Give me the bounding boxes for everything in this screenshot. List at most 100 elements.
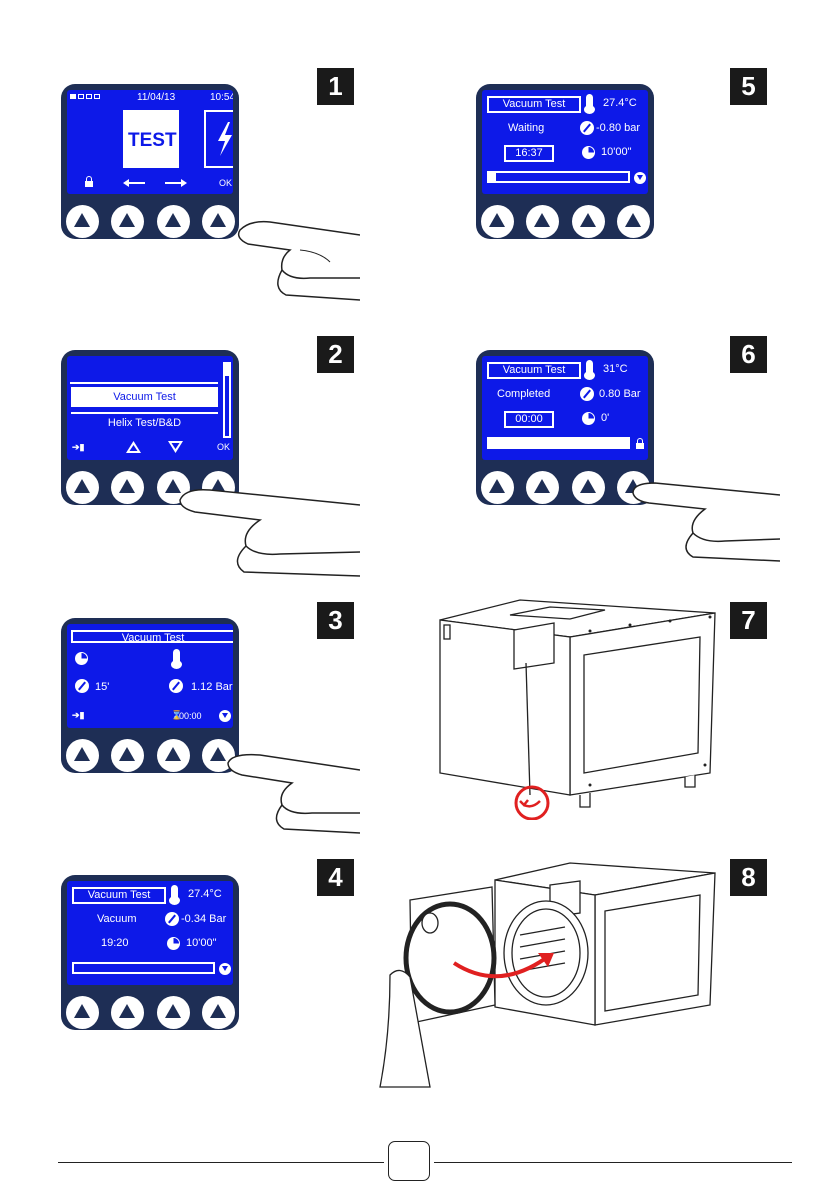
panel5-button-3[interactable] — [572, 205, 605, 238]
panel5-button-1[interactable] — [481, 205, 514, 238]
gauge-icon — [165, 912, 179, 926]
step-badge-1: 1 — [317, 68, 354, 105]
gauge-icon — [580, 121, 594, 135]
lock-icon — [85, 181, 93, 187]
progress-bar — [72, 962, 215, 974]
footer-rule-right — [434, 1162, 792, 1163]
program-tile — [204, 110, 233, 168]
clock-icon — [582, 146, 595, 159]
step-badge-8: 8 — [730, 859, 767, 896]
autoclave-closed-illustration — [430, 595, 720, 820]
ok-label: OK — [217, 443, 230, 452]
pressure-value: 1.12 Bar — [191, 682, 233, 693]
device-panel-4: Vacuum Test 27.4°C Vacuum -0.34 Bar 19:2… — [61, 875, 239, 1030]
arrow-right-icon — [165, 179, 187, 187]
clock-display: 00:00 — [504, 411, 554, 428]
progress-fill — [489, 173, 496, 181]
thermometer-icon — [586, 94, 593, 112]
panel5-button-4[interactable] — [617, 205, 650, 238]
down-triangle-icon — [168, 441, 183, 453]
screen-1: 11/04/13 10:54 TEST OK — [67, 90, 233, 194]
step-badge-2: 2 — [317, 336, 354, 373]
clock-icon — [75, 652, 88, 665]
program-title: Vacuum Test — [71, 630, 233, 643]
panel2-button-1[interactable] — [66, 471, 99, 504]
progress-fill — [489, 439, 628, 447]
panel3-button-1[interactable] — [66, 739, 99, 772]
program-title: Vacuum Test — [487, 362, 581, 379]
pressing-hand-2 — [170, 480, 360, 580]
panel1-button-3[interactable] — [157, 205, 190, 238]
duration-value: 10'00" — [601, 147, 631, 158]
gauge-icon — [580, 387, 594, 401]
pressing-hand-6 — [625, 465, 780, 565]
phase-label: Completed — [497, 389, 550, 400]
pressing-hand-1 — [210, 200, 360, 310]
duration-value: 15' — [95, 682, 109, 693]
duration-value: 0' — [601, 413, 609, 424]
panel5-button-2[interactable] — [526, 205, 559, 238]
thermometer-icon — [586, 360, 593, 378]
pressure-value: -0.34 Bar — [181, 914, 226, 925]
lightning-icon — [216, 122, 233, 156]
ok-label: OK — [219, 179, 232, 188]
panel3-button-3[interactable] — [157, 739, 190, 772]
device-panel-5: Vacuum Test 27.4°C Waiting -0.80 bar 16:… — [476, 84, 654, 239]
step-badge-7: 7 — [730, 602, 767, 639]
date-display: 11/04/13 — [137, 93, 175, 103]
exit-icon: ➔▮ — [72, 443, 85, 452]
panel4-button-4[interactable] — [202, 996, 235, 1029]
panel4-button-1[interactable] — [66, 996, 99, 1029]
arrow-left-icon — [123, 179, 145, 187]
screen-5: Vacuum Test 27.4°C Waiting -0.80 bar 16:… — [482, 90, 648, 194]
step-badge-5: 5 — [730, 68, 767, 105]
temperature-value: 27.4°C — [188, 889, 222, 900]
test-label: TEST — [128, 131, 177, 150]
progress-bar — [487, 171, 630, 183]
panel4-button-2[interactable] — [111, 996, 144, 1029]
panel6-button-2[interactable] — [526, 471, 559, 504]
chevron-down-icon — [219, 963, 231, 975]
panel1-button-2[interactable] — [111, 205, 144, 238]
clock-display: 16:37 — [504, 145, 554, 162]
menu-header — [70, 362, 218, 384]
clock-icon — [582, 412, 595, 425]
pressure-value: -0.80 bar — [596, 123, 640, 134]
screen-3: Vacuum Test 15' 1.12 Bar ➔▮ ⌛ 00:00 — [67, 624, 233, 728]
program-title: Vacuum Test — [487, 96, 581, 113]
step-badge-3: 3 — [317, 602, 354, 639]
panel4-button-3[interactable] — [157, 996, 190, 1029]
panel3-button-2[interactable] — [111, 739, 144, 772]
panel6-button-3[interactable] — [572, 471, 605, 504]
duration-value: 10'00" — [186, 938, 216, 949]
panel6-button-1[interactable] — [481, 471, 514, 504]
timer-value: 00:00 — [179, 712, 202, 721]
phase-label: Vacuum — [97, 914, 137, 925]
test-tile: TEST — [123, 110, 179, 168]
menu-item-vacuum-test[interactable]: Vacuum Test — [71, 387, 218, 407]
screen-4: Vacuum Test 27.4°C Vacuum -0.34 Bar 19:2… — [67, 881, 233, 985]
panel1-button-1[interactable] — [66, 205, 99, 238]
gauge-icon — [169, 679, 183, 693]
footer-rule-left — [58, 1162, 384, 1163]
pressing-hand-3 — [210, 735, 360, 835]
screen-2: Vacuum Test Helix Test/B&D ➔▮ OK — [67, 356, 233, 460]
page-number-box — [388, 1141, 430, 1181]
time-display: 10:54 — [210, 93, 233, 103]
thermometer-icon — [171, 885, 178, 903]
exit-icon: ➔▮ — [72, 711, 85, 720]
thermometer-icon — [173, 649, 180, 667]
lock-icon — [636, 443, 644, 449]
pressure-value: 0.80 Bar — [599, 389, 641, 400]
chevron-down-icon — [219, 710, 231, 722]
phase-label: Waiting — [508, 123, 544, 134]
timer-icon — [75, 679, 89, 693]
progress-bar — [487, 437, 630, 449]
scrollbar-thumb[interactable] — [225, 364, 229, 376]
clock-display: 19:20 — [101, 938, 129, 949]
panel2-button-2[interactable] — [111, 471, 144, 504]
scrollbar[interactable] — [223, 362, 231, 438]
menu-item-helix-test[interactable]: Helix Test/B&D — [71, 412, 218, 433]
autoclave-open-illustration — [370, 855, 720, 1090]
chevron-down-icon — [634, 172, 646, 184]
